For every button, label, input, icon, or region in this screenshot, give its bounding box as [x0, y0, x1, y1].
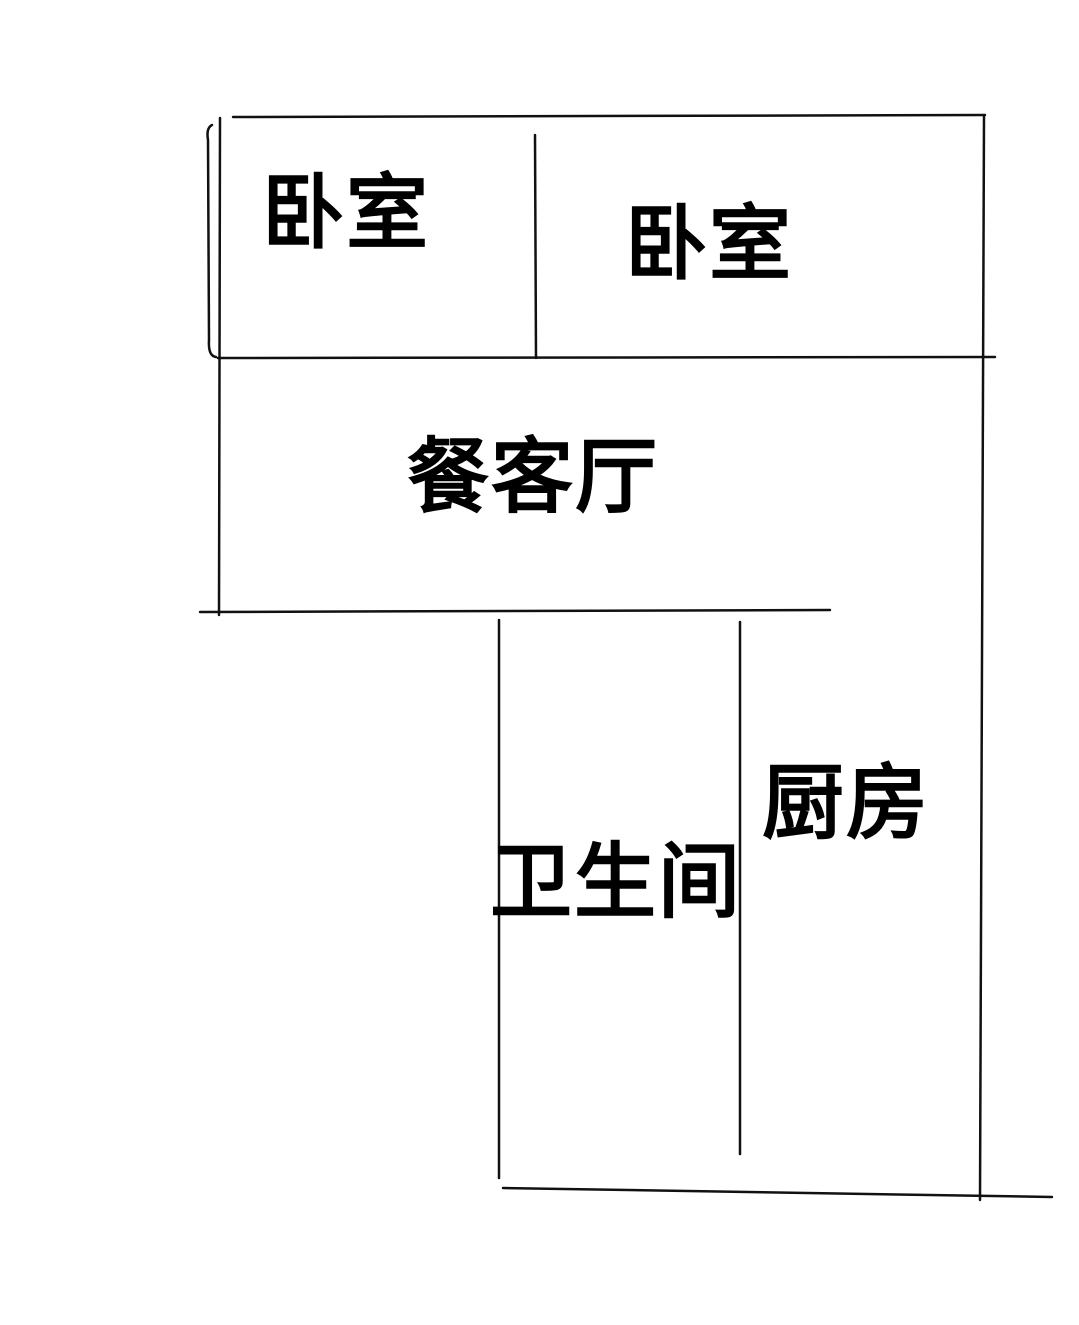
room-label-living-dining: 餐客厅: [407, 430, 660, 525]
living-bottom-wall: [198, 608, 832, 614]
left-bracket: [206, 123, 218, 359]
left-wall: [217, 116, 222, 617]
room-label-kitchen: 厨房: [762, 756, 931, 851]
room-label-bedroom-1: 卧室: [262, 166, 431, 261]
bottom-wall: [501, 1186, 1054, 1199]
bedroom-divider: [533, 133, 538, 360]
room-label-bedroom-2: 卧室: [625, 197, 794, 292]
top-wall: [231, 113, 987, 119]
bedroom-bottom-wall: [216, 355, 997, 360]
right-wall: [978, 114, 986, 1202]
room-label-bathroom: 卫生间: [490, 835, 743, 930]
